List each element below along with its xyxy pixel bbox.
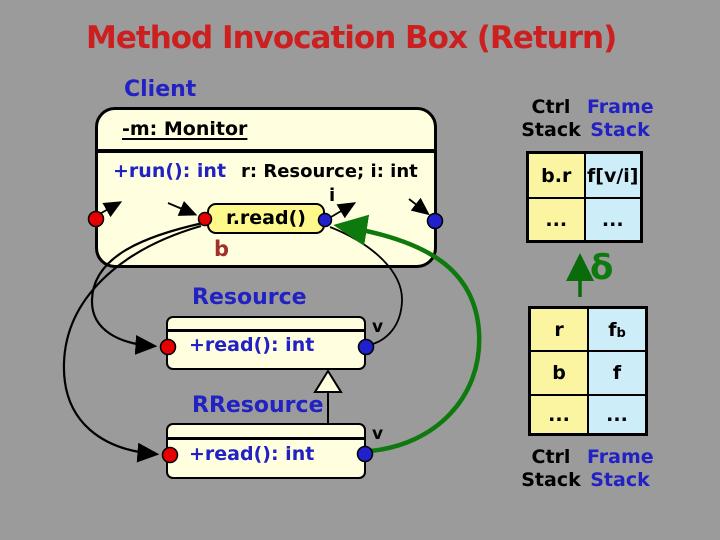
- upper-ctrl-cell-0: b.r: [528, 153, 585, 198]
- slide-title: Method Invocation Box (Return): [86, 20, 617, 56]
- resource-value-label: v: [372, 317, 384, 337]
- inheritance-triangle-icon: [313, 369, 343, 393]
- upper-stack-table: b.r f[v/i] ... ...: [526, 151, 643, 243]
- lower-ctrl-cell-1: b: [530, 351, 588, 395]
- ctrl-stack-header-bottom: Ctrl Stack: [521, 446, 581, 491]
- frame-stack-header-bottom: Frame Stack: [587, 446, 654, 491]
- frame-stack-header-top: Frame Stack: [587, 96, 654, 141]
- resource-method: +read(): int: [189, 334, 315, 356]
- ctrl-stack-header-top: Ctrl Stack: [521, 96, 581, 141]
- frame-value: f: [612, 362, 622, 384]
- lower-frame-cell-2: ...: [588, 395, 646, 434]
- lower-ctrl-cell-2: ...: [530, 395, 588, 434]
- frame-value: ...: [606, 403, 628, 426]
- frame-value: f: [608, 318, 617, 341]
- call-expression-box: r.read(): [207, 203, 325, 234]
- resource-box-divider: [168, 329, 364, 332]
- upper-frame-cell-1: ...: [584, 198, 641, 241]
- rresource-box-divider: [168, 437, 364, 440]
- upper-ctrl-cell-1: ...: [528, 198, 585, 241]
- resource-class-label: Resource: [192, 285, 307, 310]
- client-method: +run(): int: [113, 160, 227, 182]
- body-label-b: b: [214, 237, 230, 261]
- lower-frame-cell-1: f: [588, 351, 646, 395]
- result-label-i: i: [329, 185, 336, 206]
- rresource-method: +read(): int: [189, 443, 315, 465]
- lower-ctrl-cell-0: r: [530, 308, 588, 351]
- rresource-value-label: v: [372, 424, 384, 444]
- upper-frame-cell-0: f[v/i]: [584, 153, 641, 198]
- delta-symbol: δ: [590, 248, 614, 288]
- client-class-label: Client: [124, 77, 197, 102]
- rresource-class-label: RResource: [192, 393, 324, 418]
- client-attribute: -m: Monitor: [122, 118, 248, 140]
- client-box-divider: [98, 149, 434, 153]
- client-locals: r: Resource; i: int: [241, 161, 418, 182]
